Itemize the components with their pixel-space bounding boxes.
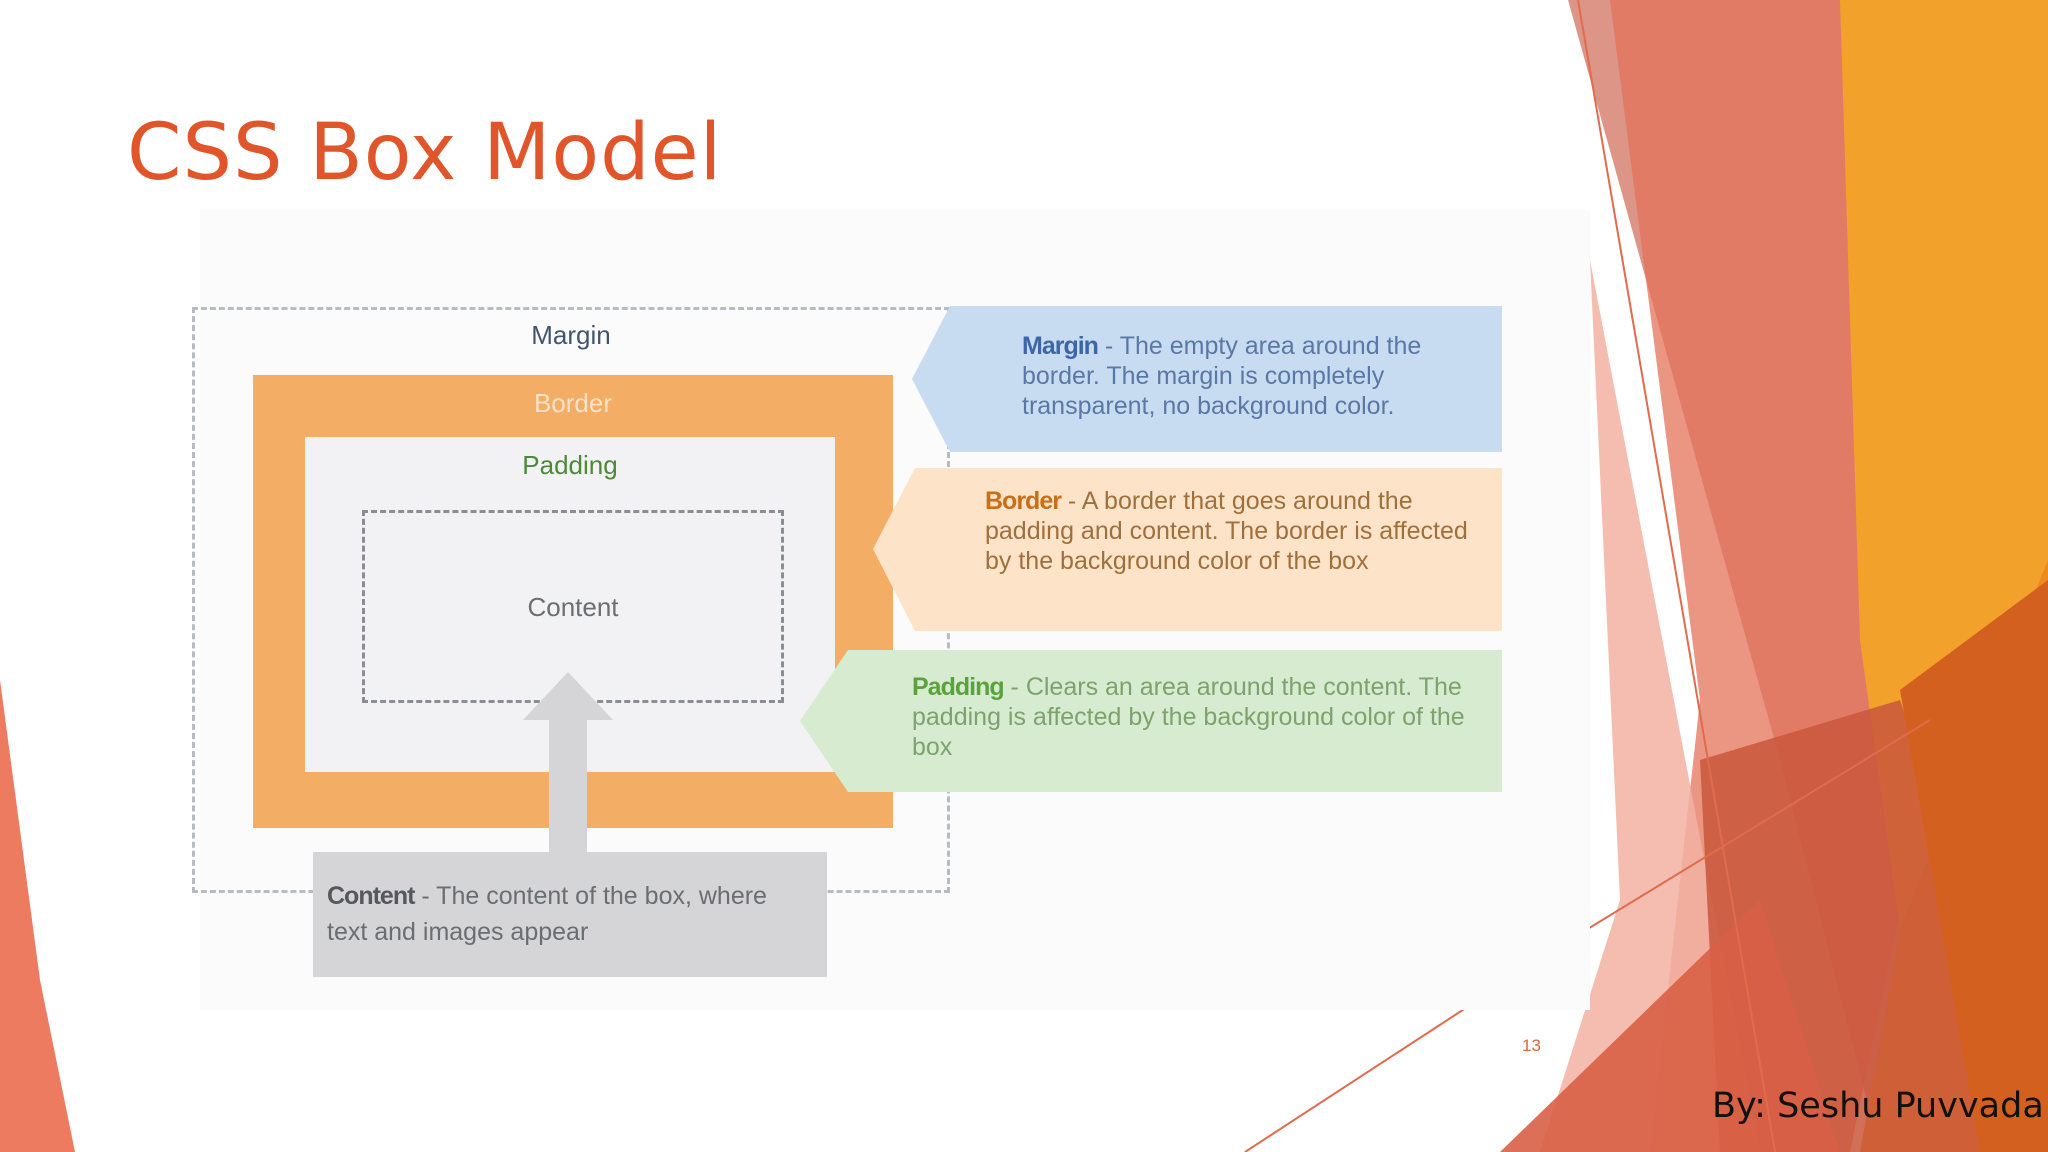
decor-facet <box>1840 0 2048 930</box>
decor-line <box>1244 1001 1476 1152</box>
margin-label: Margin <box>531 320 611 350</box>
slide-number: 13 <box>1522 1036 1541 1055</box>
margin-callout-text: - The empty area around the border. The … <box>1022 332 1422 420</box>
slide-title: CSS Box Model <box>127 108 723 198</box>
author-credit: By: Seshu Puvvada <box>1712 1086 2044 1126</box>
border-label: Border <box>533 388 613 418</box>
decor-facet <box>1540 260 1760 1152</box>
border-callout: Border - A border that goes around the p… <box>873 468 1502 631</box>
border-callout-text: - A border that goes around the padding … <box>985 487 1468 575</box>
decor-line <box>1544 719 1931 956</box>
padding-label: Padding <box>522 450 618 480</box>
margin-callout-term: Margin <box>1022 332 1099 360</box>
content-callout: Content - The content of the box, where … <box>313 852 827 977</box>
arrow-up-icon <box>523 672 613 852</box>
decor-facet <box>1500 900 1840 1152</box>
padding-callout-text: - Clears an area around the content. The… <box>912 673 1465 761</box>
border-callout-term: Border <box>985 487 1062 515</box>
content-callout-term: Content <box>327 882 415 910</box>
decor-facet <box>1900 580 2048 1152</box>
margin-callout: Margin - The empty area around the borde… <box>912 306 1502 452</box>
padding-callout-term: Padding <box>912 673 1005 701</box>
decor-line <box>1577 0 1776 1152</box>
content-callout-text: - The content of the box, where text and… <box>327 882 767 946</box>
decor-facet <box>0 680 75 1152</box>
padding-callout: Padding - Clears an area around the cont… <box>800 650 1502 792</box>
content-label: Content <box>527 592 619 622</box>
